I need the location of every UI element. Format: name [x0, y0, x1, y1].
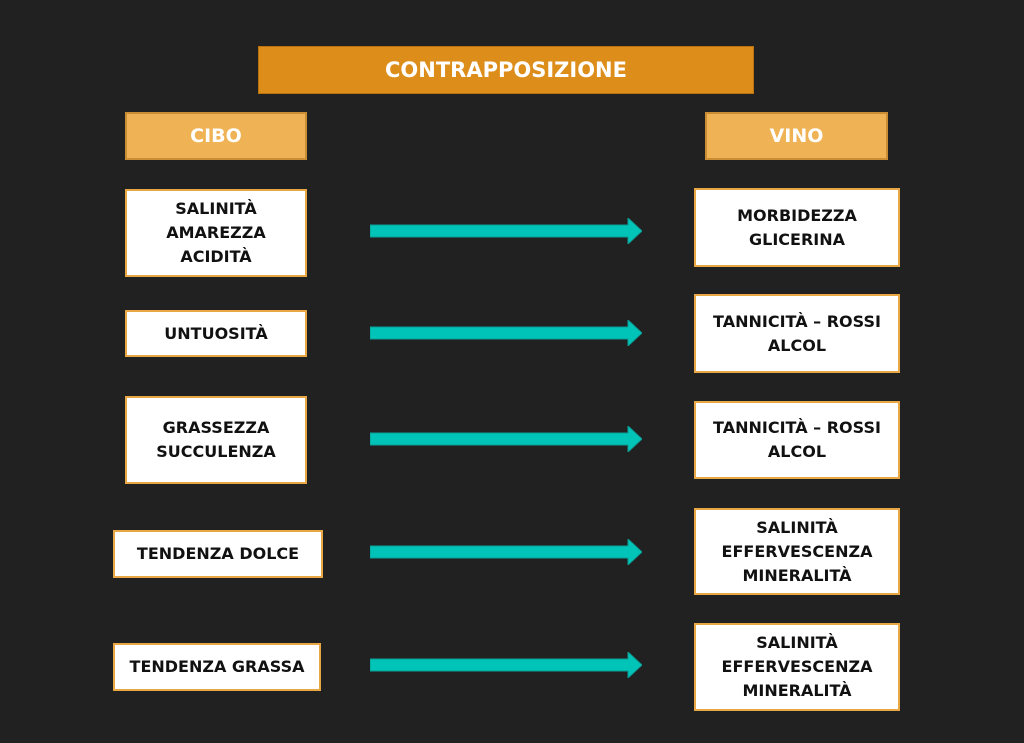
diagram-title: CONTRAPPOSIZIONE — [258, 46, 754, 94]
vino-item: TANNICITÀ – ROSSI ALCOL — [694, 294, 900, 373]
cibo-item: TENDENZA DOLCE — [113, 530, 323, 578]
arrow-right-icon — [370, 320, 642, 346]
vino-item: TANNICITÀ – ROSSI ALCOL — [694, 401, 900, 479]
vino-item: SALINITÀ EFFERVESCENZA MINERALITÀ — [694, 623, 900, 711]
cibo-item: SALINITÀ AMAREZZA ACIDITÀ — [125, 189, 307, 277]
cibo-item: TENDENZA GRASSA — [113, 643, 321, 691]
arrow-right-icon — [370, 652, 642, 678]
arrow-right-icon — [370, 426, 642, 452]
vino-item: MORBIDEZZA GLICERINA — [694, 188, 900, 267]
arrow-right-icon — [370, 218, 642, 244]
arrow-right-icon — [370, 539, 642, 565]
cibo-item: GRASSEZZA SUCCULENZA — [125, 396, 307, 484]
cibo-header: CIBO — [125, 112, 307, 160]
cibo-item: UNTUOSITÀ — [125, 310, 307, 357]
vino-item: SALINITÀ EFFERVESCENZA MINERALITÀ — [694, 508, 900, 595]
vino-header: VINO — [705, 112, 888, 160]
